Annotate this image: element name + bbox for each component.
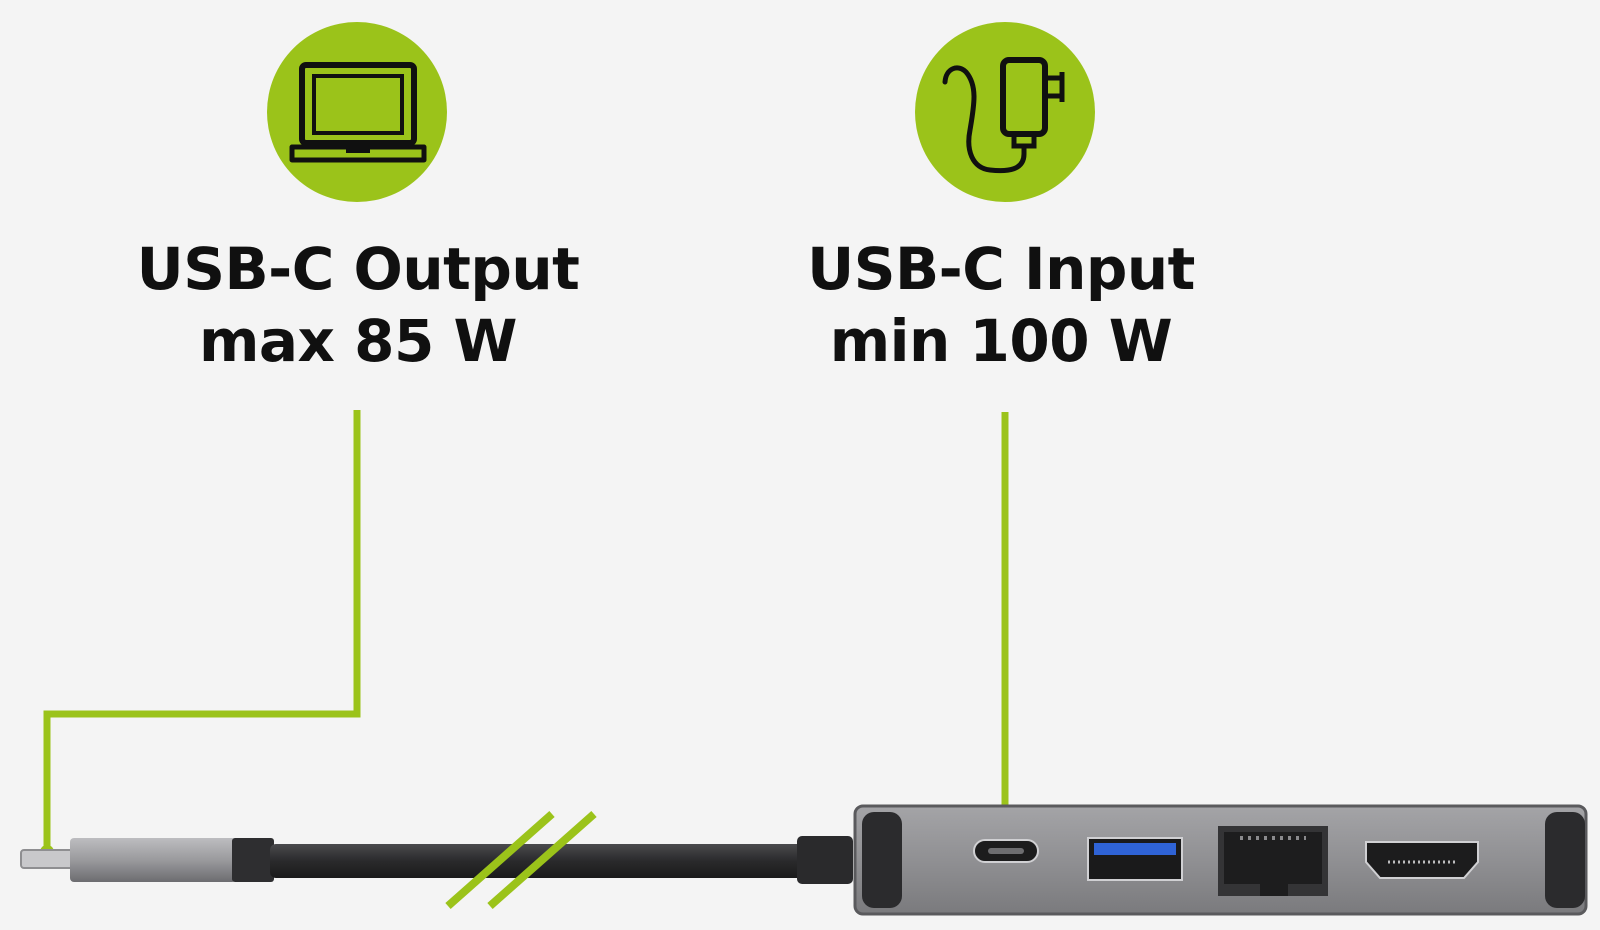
ethernet-port [1218, 826, 1328, 896]
usb-c-port [973, 839, 1039, 863]
usb-c-plug [20, 838, 274, 882]
output-label: USB-C Output max 85 W [98, 233, 618, 377]
cable-strain-relief [797, 836, 853, 884]
power-adapter-icon [915, 22, 1095, 202]
laptop-icon [267, 22, 447, 202]
output-subtitle: max 85 W [198, 307, 518, 375]
usb-hub [853, 804, 1588, 916]
hdmi-port [1365, 841, 1479, 879]
input-subtitle: min 100 W [829, 307, 1173, 375]
cable-break-mark [445, 811, 597, 909]
usb-a-port [1087, 837, 1183, 881]
output-title: USB-C Output [136, 235, 580, 303]
input-title: USB-C Input [807, 235, 1195, 303]
output-callout-line [43, 410, 361, 852]
input-label: USB-C Input min 100 W [741, 233, 1261, 377]
